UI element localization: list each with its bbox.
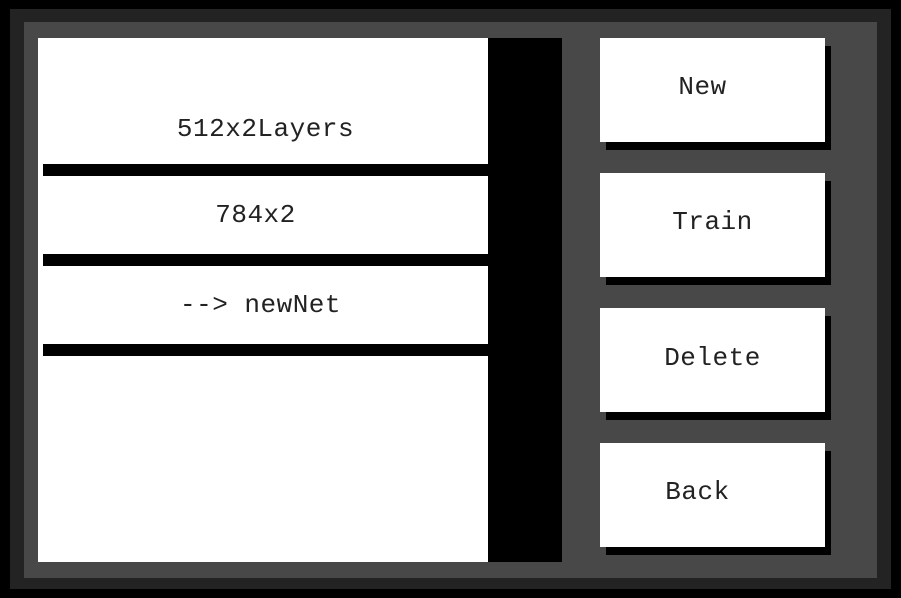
delete-button[interactable]: Delete [600, 308, 825, 412]
list-item-newnet-selected[interactable]: --> newNet [43, 266, 488, 356]
train-button[interactable]: Train [600, 173, 825, 277]
back-button[interactable]: Back [600, 443, 825, 547]
list-item-label: --> newNet [179, 290, 342, 320]
delete-button-label: Delete [664, 343, 761, 373]
network-list: 512x2Layers 784x2 --> newNet [38, 38, 488, 562]
back-button-label: Back [665, 477, 730, 507]
new-button-label: New [678, 72, 727, 102]
list-item-784x2[interactable]: 784x2 [43, 176, 488, 266]
train-button-label: Train [672, 207, 753, 237]
list-item-512x2layers[interactable]: 512x2Layers [43, 38, 488, 176]
list-item-label: 512x2Layers [176, 114, 355, 144]
new-button[interactable]: New [600, 38, 825, 142]
list-item-label: 784x2 [215, 200, 296, 230]
list-scrollbar[interactable] [488, 38, 562, 562]
